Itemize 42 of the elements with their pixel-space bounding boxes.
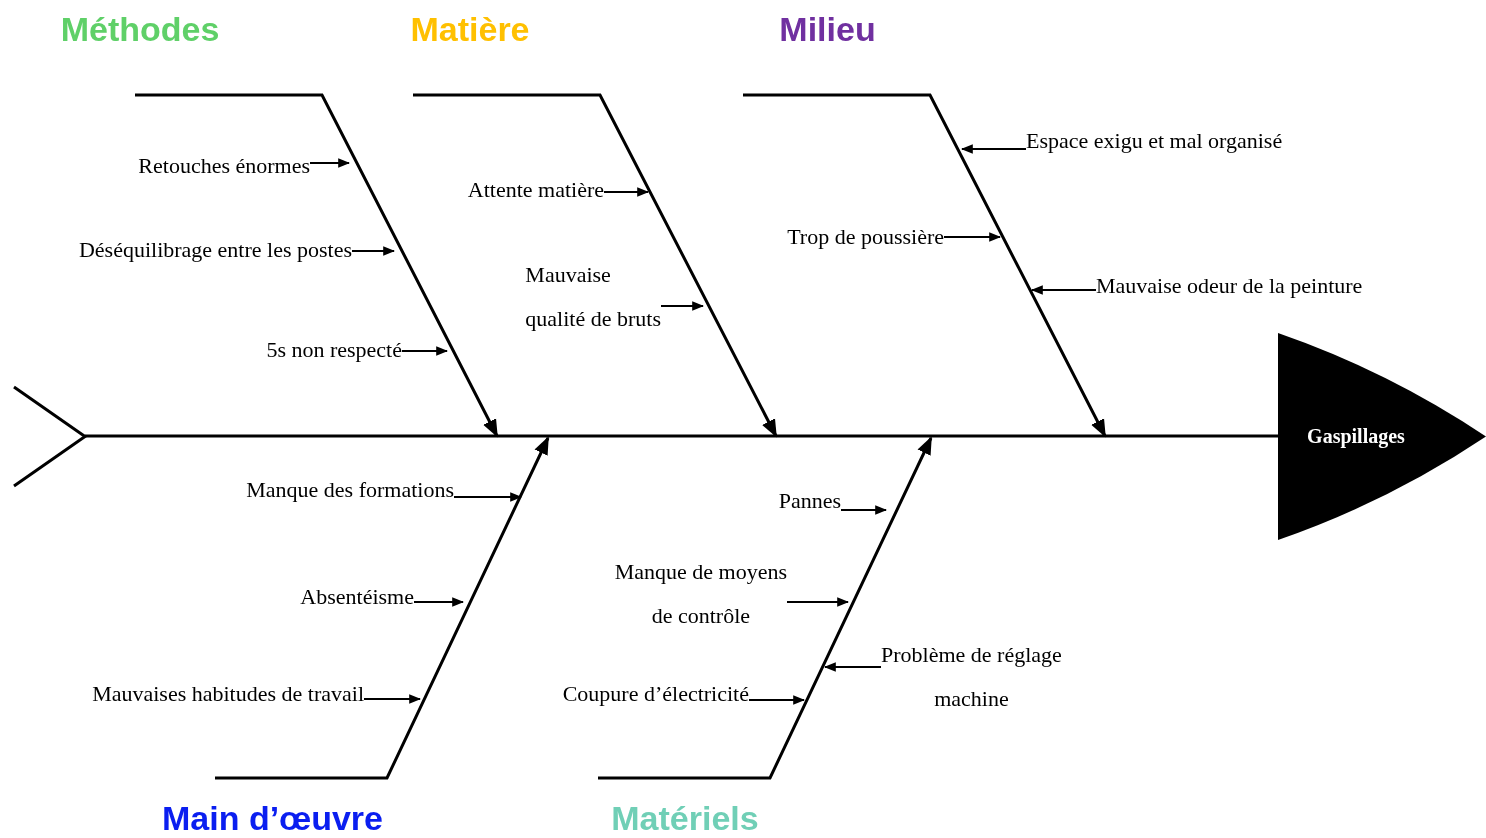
category-title: Matière bbox=[410, 10, 530, 49]
spine-line bbox=[85, 434, 1278, 438]
cause-label: Problème de réglage machine bbox=[881, 633, 1062, 721]
arrow bbox=[786, 597, 850, 607]
arrow bbox=[748, 695, 806, 705]
cause-label: Pannes bbox=[778, 487, 841, 515]
branch-arrow bbox=[413, 93, 778, 438]
category-title: Méthodes bbox=[60, 10, 220, 49]
branch-arrow bbox=[598, 436, 933, 780]
cause-label: 5s non respecté bbox=[266, 336, 402, 364]
branch-arrow bbox=[135, 93, 499, 438]
category-title: Matériels bbox=[611, 799, 759, 838]
cause-label: Mauvaise odeur de la peinture bbox=[1096, 272, 1363, 300]
cause-label: Mauvaises habitudes de travail bbox=[92, 680, 364, 708]
arrow bbox=[453, 492, 523, 502]
cause-label: Coupure d’électricité bbox=[562, 680, 749, 708]
effect-label: Gaspillages bbox=[1307, 425, 1405, 448]
arrow bbox=[943, 232, 1002, 242]
arrow bbox=[351, 246, 396, 256]
cause-label: Déséquilibrage entre les postes bbox=[78, 236, 352, 264]
branch-arrow bbox=[743, 93, 1107, 438]
arrow bbox=[363, 694, 422, 704]
arrow bbox=[660, 301, 705, 311]
cause-label: Attente matière bbox=[467, 176, 604, 204]
arrow bbox=[413, 597, 465, 607]
arrow bbox=[823, 662, 882, 672]
cause-label: Retouches énormes bbox=[138, 152, 310, 180]
cause-label: Mauvaise qualité de bruts bbox=[525, 253, 661, 341]
branch-arrow bbox=[215, 436, 550, 780]
cause-label: Manque des formations bbox=[246, 476, 454, 504]
category-title: Main d’œuvre bbox=[162, 799, 383, 838]
arrow bbox=[1030, 285, 1097, 295]
arrow bbox=[309, 158, 351, 168]
arrow bbox=[603, 187, 650, 197]
cause-label: Espace exigu et mal organisé bbox=[1026, 127, 1283, 155]
arrow bbox=[401, 346, 449, 356]
cause-label: Manque de moyens de contrôle bbox=[614, 550, 787, 638]
arrow bbox=[840, 505, 888, 515]
category-title: Milieu bbox=[779, 10, 876, 49]
arrow bbox=[960, 144, 1027, 154]
cause-label: Trop de poussière bbox=[787, 223, 944, 251]
cause-label: Absentéisme bbox=[300, 583, 414, 611]
